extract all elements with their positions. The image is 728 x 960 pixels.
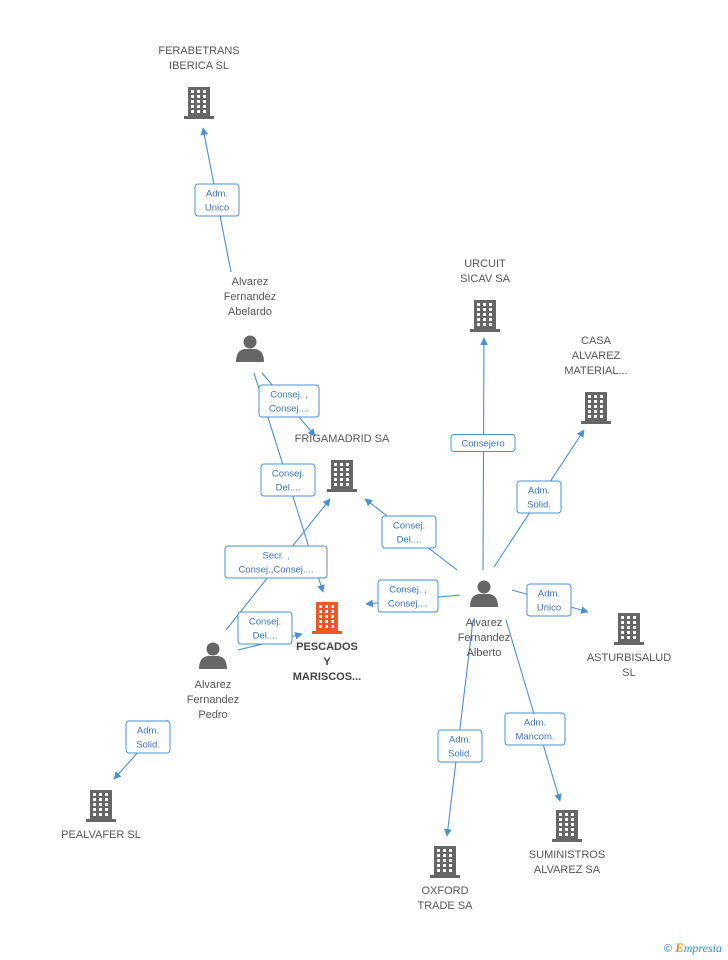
node-label: FRIGAMADRID SA	[295, 433, 390, 445]
node-label: Fernandez	[187, 694, 240, 706]
edge-label-text: Consej....	[388, 599, 428, 610]
building-icon	[581, 392, 611, 424]
node-label: Fernandez	[458, 632, 511, 644]
copyright-symbol: ©	[663, 943, 673, 955]
node-label: ALVAREZ SA	[534, 864, 601, 876]
edge-label-alberto-oxford[interactable]: Adm. Solid.	[437, 729, 483, 763]
node-label: MATERIAL...	[564, 365, 627, 377]
edge-label-text: Solid.	[527, 500, 551, 511]
company-node-pealvafer[interactable]: PEALVAFER SL	[61, 790, 141, 841]
edge-label-abelardo-ferabetrans[interactable]: Adm. Unico	[194, 183, 240, 217]
edge-label-text: Adm.	[206, 189, 228, 200]
edge-label-text: Del....	[276, 483, 301, 494]
node-label: SICAV SA	[460, 273, 511, 285]
edge-label-text: Del....	[253, 631, 278, 642]
building-icon	[552, 810, 582, 842]
node-label: FERABETRANS	[158, 45, 239, 57]
node-label: SUMINISTROS	[529, 849, 605, 861]
edge-label-alberto-pescados[interactable]: Consej. , Consej....	[377, 579, 439, 613]
edge-label-text: Solid.	[448, 749, 472, 760]
edge-label-text: Adm.	[137, 726, 159, 737]
edge-label-text: Unico	[537, 603, 561, 614]
edge-label-text: Del....	[397, 535, 422, 546]
company-node-ferabetrans[interactable]: FERABETRANS IBERICA SL	[158, 45, 240, 119]
node-label: Alberto	[467, 647, 502, 659]
edge-alberto-urcuit	[480, 337, 488, 571]
edge-label-text: Adm.	[538, 589, 560, 600]
person-icon	[236, 335, 264, 362]
node-label: Alvarez	[195, 679, 232, 691]
person-icon	[199, 642, 227, 669]
brand-name: mpresia	[683, 941, 722, 955]
building-icon	[312, 602, 342, 634]
edge-label-text: Consej. ,	[389, 585, 427, 596]
node-label: Abelardo	[228, 306, 272, 318]
company-node-oxford[interactable]: OXFORD TRADE SA	[417, 846, 473, 912]
edge-label-pedro-frigamadrid[interactable]: Secr. , Consej.,Consej....	[224, 545, 328, 579]
edge-label-abelardo-pescados[interactable]: Consej. Del....	[260, 463, 316, 497]
node-label: ALVAREZ	[572, 350, 621, 362]
edge-label-text: Consej....	[269, 404, 309, 415]
node-label: ASTURBISALUD	[587, 652, 671, 664]
node-label: Alvarez	[232, 276, 269, 288]
edge-label-abelardo-frigamadrid[interactable]: Consej. , Consej....	[258, 384, 320, 418]
edge-label-alberto-asturbisalud[interactable]: Adm. Unico	[526, 583, 572, 617]
node-label: Pedro	[198, 709, 227, 721]
edge-label-alberto-urcuit[interactable]: Consejero	[450, 434, 516, 452]
person-icon	[470, 580, 498, 607]
node-label: TRADE SA	[417, 900, 473, 912]
building-icon	[614, 613, 644, 645]
building-icon	[184, 87, 214, 119]
edge-label-text: Secr. ,	[263, 551, 290, 562]
edge-label-text: Mancom.	[515, 732, 554, 743]
edge-label-text: Consej.	[249, 617, 281, 628]
edge-label-text: Consej.,Consej....	[239, 565, 314, 576]
node-label: PESCADOS	[296, 641, 358, 653]
edge-label-alberto-casa[interactable]: Adm. Solid.	[516, 480, 562, 514]
node-label: IBERICA SL	[169, 60, 229, 72]
company-node-urcuit[interactable]: URCUIT SICAV SA	[460, 258, 511, 332]
company-node-casa[interactable]: CASA ALVAREZ MATERIAL...	[564, 335, 628, 424]
edge-alberto-suministros	[505, 619, 562, 802]
building-icon	[430, 846, 460, 878]
edge-label-pedro-pealvafer[interactable]: Adm. Solid.	[125, 720, 171, 754]
brand-initial: E	[675, 940, 684, 955]
node-label: PEALVAFER SL	[61, 829, 141, 841]
node-label: URCUIT	[464, 258, 506, 270]
company-node-asturbisalud[interactable]: ASTURBISALUD SL	[587, 613, 671, 679]
edge-label-text: Consej.	[272, 469, 304, 480]
company-node-frigamadrid[interactable]: FRIGAMADRID SA	[295, 433, 390, 492]
edge-label-text: Adm.	[449, 735, 471, 746]
edge-label-alberto-suministros[interactable]: Adm. Mancom.	[504, 712, 566, 746]
node-label: Y	[323, 656, 331, 668]
building-icon	[86, 790, 116, 822]
edge-label-text: Unico	[205, 203, 229, 214]
edge-label-text: Consej.	[393, 521, 425, 532]
edge-label-text: Adm.	[528, 486, 550, 497]
company-node-pescados[interactable]: PESCADOS Y MARISCOS...	[293, 602, 361, 683]
edge-label-text: Adm.	[524, 718, 546, 729]
edge-label-text: Solid.	[136, 740, 160, 751]
empresia-watermark: © Empresia	[664, 940, 722, 956]
edge-label-text: Consej. ,	[270, 390, 308, 401]
edge-label-alberto-frigamadrid[interactable]: Consej. Del....	[381, 515, 437, 549]
node-label: MARISCOS...	[293, 671, 361, 683]
node-label: SL	[622, 667, 635, 679]
company-node-suministros[interactable]: SUMINISTROS ALVAREZ SA	[529, 810, 605, 876]
building-icon	[470, 300, 500, 332]
node-label: Fernandez	[224, 291, 277, 303]
node-label: Alvarez	[466, 617, 503, 629]
edge-label-text: Consejero	[461, 439, 504, 450]
edge-label-pedro-pescados[interactable]: Consej. Del....	[237, 611, 293, 645]
node-label: CASA	[581, 335, 612, 347]
building-icon	[327, 460, 357, 492]
node-label: OXFORD	[421, 885, 468, 897]
edge-alberto-oxford	[444, 619, 474, 837]
